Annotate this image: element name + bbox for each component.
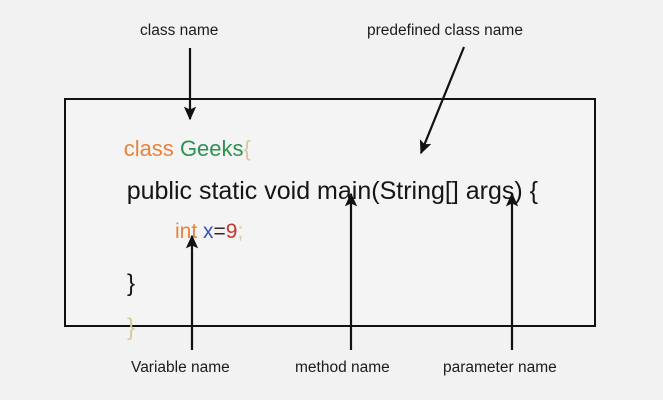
token-open-brace: { xyxy=(243,136,251,161)
annotation-label-predefined-class-name: predefined class name xyxy=(367,22,523,39)
annotation-label-method-name: method name xyxy=(295,359,390,376)
code-line-variable-declaration: int x=9; xyxy=(140,200,243,263)
token-keyword-int: int xyxy=(175,220,204,243)
code-line-class-declaration: class Geeks{ xyxy=(87,116,251,182)
token-close-brace-class: } xyxy=(127,314,136,341)
token-main-signature: public static void main(String[] args) { xyxy=(126,177,538,205)
token-assign-operator: = xyxy=(213,220,226,243)
code-line-main-method: public static void main(String[] args) { xyxy=(85,154,538,229)
token-close-brace-method: } xyxy=(127,270,136,297)
code-line-closing-brace-class: } xyxy=(87,292,135,364)
code-snippet-box: class Geeks{ public static void main(Str… xyxy=(64,98,596,340)
token-semicolon: ; xyxy=(237,220,244,243)
token-number-nine: 9 xyxy=(225,220,238,243)
code-line-closing-brace-method: } xyxy=(87,248,135,320)
token-class-name-geeks: Geeks xyxy=(179,136,244,161)
token-keyword-class: class xyxy=(123,136,180,161)
token-variable-x: x xyxy=(203,220,214,243)
annotation-label-class-name: class name xyxy=(140,22,219,39)
annotation-label-variable-name: Variable name xyxy=(131,359,230,376)
annotation-label-parameter-name: parameter name xyxy=(443,359,557,376)
